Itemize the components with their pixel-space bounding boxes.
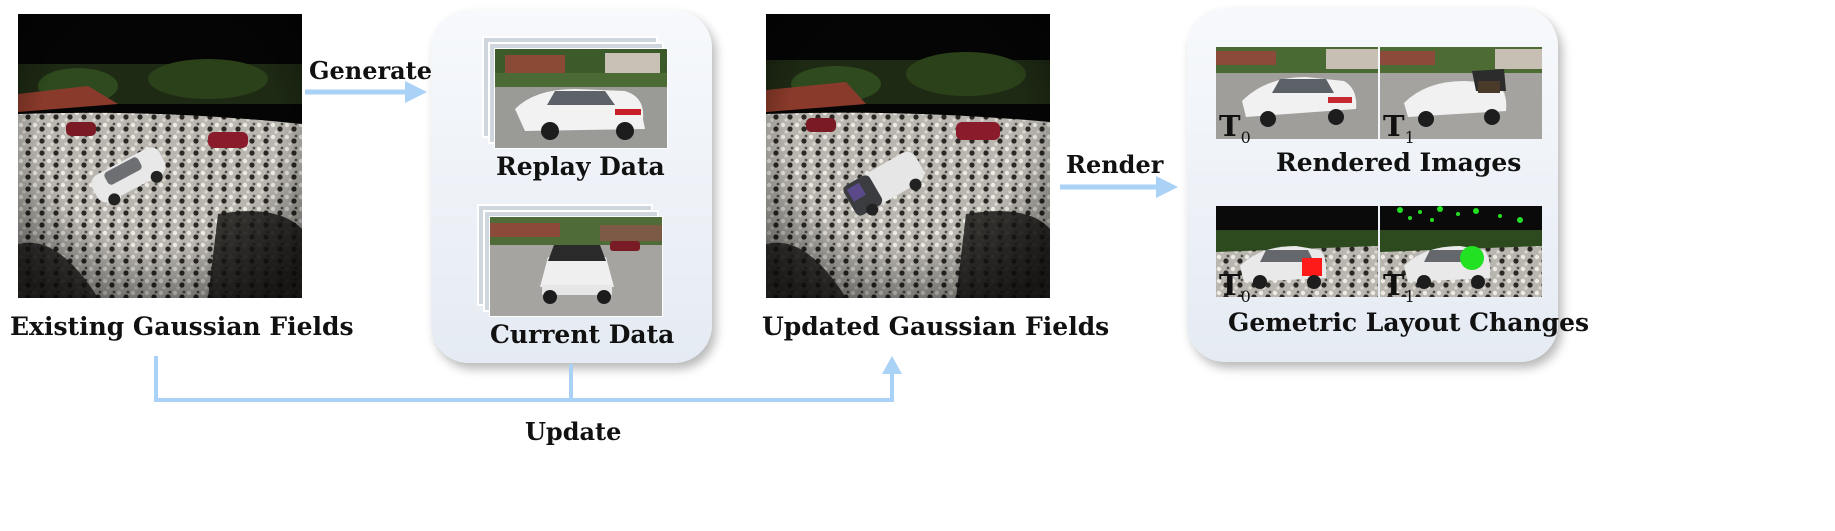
current-data-image: [489, 216, 663, 317]
existing-gaussian-fields-caption: Existing Gaussian Fields: [10, 312, 354, 341]
rendered-image-t1: [1380, 47, 1542, 139]
existing-gaussian-fields-image: [18, 14, 302, 298]
layout-change-image-t1: [1380, 206, 1542, 297]
update-edge-label: Update: [525, 417, 622, 446]
replay-data-image: [494, 48, 668, 149]
rendered-image-t0: [1216, 47, 1378, 139]
updated-gaussian-fields-caption: Updated Gaussian Fields: [762, 312, 1110, 341]
layout-t0-label: T0: [1219, 268, 1251, 306]
rendered-t0-label: T0: [1219, 109, 1251, 147]
render-edge-label: Render: [1066, 150, 1164, 179]
replay-data-caption: Replay Data: [496, 152, 665, 181]
current-data-caption: Current Data: [490, 320, 675, 349]
rendered-images-caption: Rendered Images: [1276, 148, 1522, 177]
generate-arrow: [305, 81, 427, 103]
layout-t1-label: T1: [1383, 268, 1415, 306]
render-arrow: [1060, 176, 1178, 198]
generate-edge-label: Generate: [309, 56, 433, 85]
rendered-t1-label: T1: [1383, 109, 1415, 147]
layout-changes-caption: Gemetric Layout Changes: [1228, 308, 1590, 337]
layout-change-image-t0: [1216, 206, 1378, 297]
updated-gaussian-fields-image: [766, 14, 1050, 298]
update-connector: [154, 356, 902, 402]
